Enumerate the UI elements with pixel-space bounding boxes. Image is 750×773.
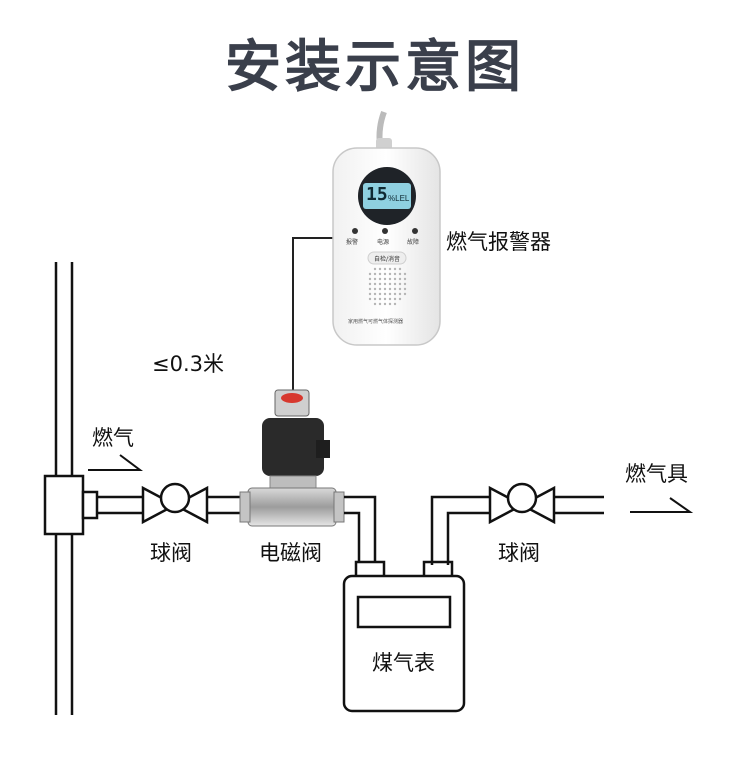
solenoid-valve-device bbox=[239, 389, 345, 527]
test-silence-button: 自检/消音 bbox=[374, 256, 401, 263]
ball-valve-left-label: 球阀 bbox=[150, 541, 192, 565]
ball-valve-right-label: 球阀 bbox=[498, 541, 540, 565]
pipe-segment-outlet bbox=[554, 495, 604, 515]
gas-meter-label: 煤气表 bbox=[372, 651, 435, 675]
alarm-label: 燃气报警器 bbox=[446, 230, 551, 254]
indicator-power-label: 电源 bbox=[377, 239, 390, 246]
gas-alarm-device bbox=[332, 110, 441, 346]
diagram-title: 安装示意图 bbox=[225, 35, 525, 100]
appliance-label: 燃气具 bbox=[625, 462, 688, 486]
distance-label: ≤0.3米 bbox=[152, 352, 224, 376]
ball-valve-right-symbol bbox=[488, 482, 556, 525]
indicator-alarm-label: 报警 bbox=[346, 239, 359, 246]
device-model-text: 家用燃气可燃气体探测器 bbox=[348, 319, 404, 325]
gas-meter-body bbox=[342, 560, 466, 713]
ball-valve-left-symbol bbox=[141, 482, 209, 525]
signal-cable bbox=[292, 237, 333, 392]
gas-out-arrow bbox=[630, 497, 694, 513]
gas-in-label: 燃气 bbox=[92, 426, 134, 450]
speaker-grille bbox=[368, 267, 407, 306]
pipe-segment-from-meter bbox=[430, 495, 490, 565]
gas-in-arrow bbox=[88, 454, 143, 471]
tee-fitting bbox=[43, 474, 85, 536]
pipe-segment-inlet bbox=[97, 495, 143, 515]
pipe-segment-to-meter bbox=[344, 495, 377, 565]
indicator-fault-label: 故障 bbox=[407, 239, 420, 246]
device-display-value: 15 bbox=[366, 184, 388, 205]
device-display-unit: %LEL bbox=[388, 194, 410, 203]
solenoid-valve-label: 电磁阀 bbox=[259, 541, 322, 565]
